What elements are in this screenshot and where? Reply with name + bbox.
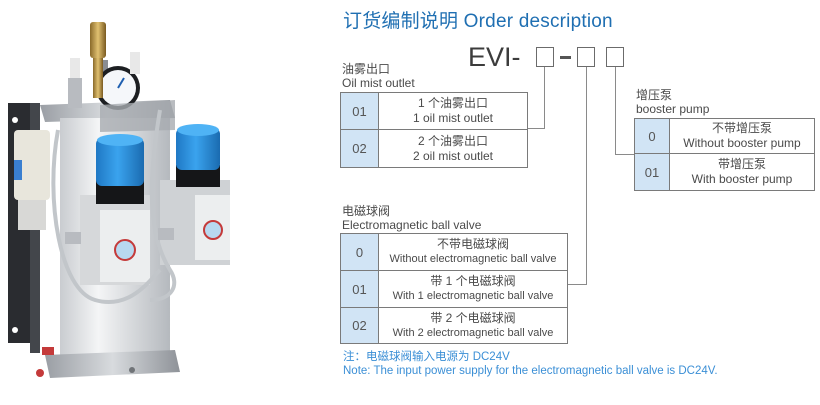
option-description: 不带电磁球阀 Without electromagnetic ball valv…: [378, 233, 568, 271]
option-code: 01: [340, 92, 379, 130]
option-description: 带 1 个电磁球阀 With 1 electromagnetic ball va…: [378, 270, 568, 308]
model-slot-ball-valve: [577, 47, 595, 67]
connector-line-booster-horizontal: [615, 154, 635, 155]
option-desc-zh: 带 1 个电磁球阀: [430, 274, 516, 288]
table-row: 01 1 个油雾出口 1 oil mist outlet: [340, 92, 528, 130]
option-description: 带增压泵 With booster pump: [669, 153, 815, 191]
option-code: 0: [340, 233, 379, 271]
model-slot-booster-pump: [606, 47, 624, 67]
booster-pump-options-table: 0 不带增压泵 Without booster pump 01 带增压泵 Wit…: [634, 118, 815, 191]
connector-line-booster-vertical: [615, 67, 616, 155]
table-row: 01 带增压泵 With booster pump: [634, 153, 815, 191]
ball-valve-label-en: Electromagnetic ball valve: [342, 218, 482, 232]
option-description: 2 个油雾出口 2 oil mist outlet: [378, 129, 528, 168]
option-desc-zh: 2 个油雾出口: [417, 133, 488, 148]
connector-line-oil-outlet-horizontal: [527, 128, 545, 129]
booster-pump-label-en: booster pump: [636, 102, 710, 116]
product-image: [0, 0, 260, 400]
oil-outlet-options-table: 01 1 个油雾出口 1 oil mist outlet 02 2 个油雾出口 …: [340, 92, 528, 168]
option-desc-zh: 带增压泵: [717, 157, 766, 171]
lubricator-unit-illustration: [8, 22, 230, 378]
oil-outlet-label-zh: 油雾出口: [342, 62, 391, 76]
option-desc-en: 1 oil mist outlet: [412, 111, 494, 125]
option-desc-zh: 不带电磁球阀: [436, 237, 509, 251]
option-description: 1 个油雾出口 1 oil mist outlet: [378, 92, 528, 130]
model-code-separator: [560, 56, 571, 59]
booster-pump-label: 增压泵 booster pump: [636, 88, 709, 116]
model-code-prefix: EVI-: [468, 42, 521, 72]
option-desc-zh: 不带增压泵: [711, 121, 772, 135]
connector-line-ball-valve-horizontal: [567, 284, 587, 285]
power-supply-note: 注：电磁球阀输入电源为 DC24V Note: The input power …: [343, 350, 718, 378]
connector-line-ball-valve-vertical: [586, 67, 587, 285]
table-row: 01 带 1 个电磁球阀 With 1 electromagnetic ball…: [340, 270, 568, 308]
option-code: 01: [340, 270, 379, 308]
table-row: 0 不带增压泵 Without booster pump: [634, 118, 815, 154]
booster-pump-label-zh: 增压泵: [636, 88, 673, 102]
table-row: 0 不带电磁球阀 Without electromagnetic ball va…: [340, 233, 568, 271]
oil-outlet-label: 油雾出口 Oil mist outlet: [342, 62, 415, 90]
option-description: 带 2 个电磁球阀 With 2 electromagnetic ball va…: [378, 307, 568, 344]
table-row: 02 2 个油雾出口 2 oil mist outlet: [340, 129, 528, 168]
option-desc-zh: 带 2 个电磁球阀: [430, 310, 516, 325]
option-desc-en: 2 oil mist outlet: [412, 148, 494, 163]
option-desc-en: Without electromagnetic ball valve: [389, 253, 557, 265]
option-desc-en: With 2 electromagnetic ball valve: [392, 326, 554, 339]
note-zh: 注：电磁球阀输入电源为 DC24V: [343, 351, 510, 363]
option-desc-en: With 1 electromagnetic ball valve: [392, 290, 554, 302]
option-code: 02: [340, 129, 379, 168]
option-desc-zh: 1 个油雾出口: [417, 96, 488, 110]
option-desc-en: Without booster pump: [683, 136, 801, 150]
ball-valve-label: 电磁球阀 Electromagnetic ball valve: [342, 204, 481, 232]
option-code: 02: [340, 307, 379, 344]
option-code: 01: [634, 153, 670, 191]
option-description: 不带增压泵 Without booster pump: [669, 118, 815, 154]
option-desc-en: With booster pump: [691, 172, 793, 186]
ball-valve-label-zh: 电磁球阀: [342, 204, 391, 218]
connector-line-oil-outlet-vertical: [544, 67, 545, 129]
option-code: 0: [634, 118, 670, 154]
note-en: Note: The input power supply for the ele…: [343, 365, 718, 377]
ball-valve-options-table: 0 不带电磁球阀 Without electromagnetic ball va…: [340, 233, 568, 344]
model-slot-oil-outlet: [536, 47, 554, 67]
table-row: 02 带 2 个电磁球阀 With 2 electromagnetic ball…: [340, 307, 568, 344]
oil-outlet-label-en: Oil mist outlet: [342, 76, 415, 90]
page-title: 订货编制说明 Order description: [343, 11, 613, 32]
